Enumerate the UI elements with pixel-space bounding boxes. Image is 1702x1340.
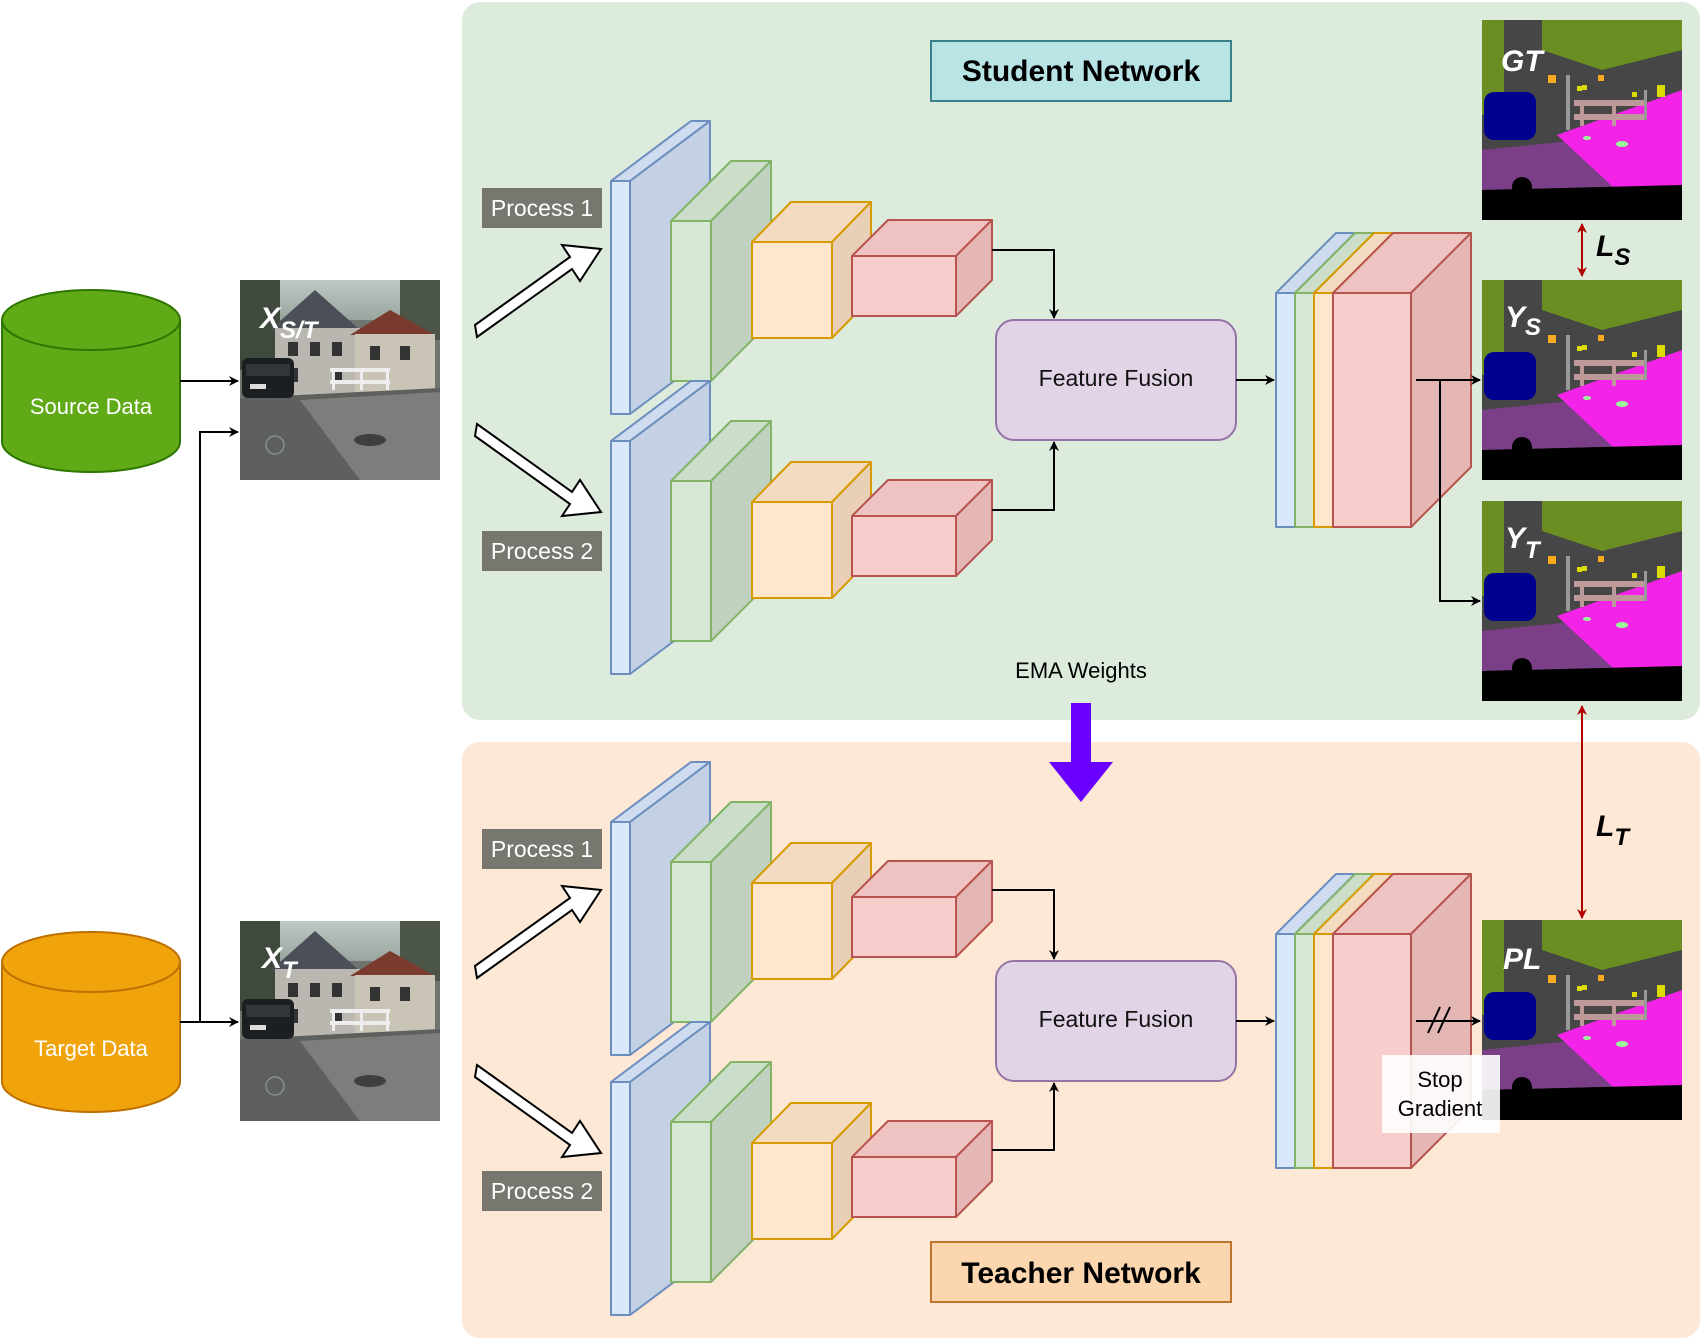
teacher-process-1-label: Process 1 <box>482 829 602 869</box>
output-gt: GT <box>1482 20 1682 220</box>
student-branch-2-encoder-layer-4 <box>851 479 993 577</box>
yt-label: YT <box>1505 522 1542 564</box>
x-st-label: XS/T <box>258 302 320 344</box>
teacher-feature-fusion: Feature Fusion <box>995 960 1237 1082</box>
stop-gradient-label: Stop Gradient <box>1382 1055 1500 1133</box>
ema-weights-label: EMA Weights <box>1015 658 1147 683</box>
ls-label: LS <box>1596 230 1630 271</box>
svg-text:Feature Fusion: Feature Fusion <box>1039 365 1194 391</box>
teacher-branch-1-encoder-layer-4 <box>851 860 993 958</box>
teacher-network-title-text: Teacher Network <box>961 1257 1201 1290</box>
ema-weights: EMA Weights <box>1015 658 1147 802</box>
teacher-arrow-down <box>473 1063 603 1159</box>
student-process-1-label: Process 1 <box>482 188 602 228</box>
svg-text:Process 2: Process 2 <box>491 538 593 564</box>
loss-lt: LT <box>1577 705 1631 919</box>
left-connectors <box>180 376 239 1027</box>
gt-label: GT <box>1501 45 1545 78</box>
student-fused-stack-layer-4 <box>1332 232 1472 528</box>
student-network-title-text: Student Network <box>962 55 1201 88</box>
hollow-arrows <box>473 243 603 1159</box>
student-arrow-up <box>473 243 603 339</box>
svg-text:Process 2: Process 2 <box>491 1178 593 1204</box>
teacher-branch-2-encoder-layer-4 <box>851 1120 993 1218</box>
x-t-label: XT <box>260 942 299 984</box>
pl-label: PL <box>1503 943 1541 976</box>
source-data-cylinder: Source Data <box>1 289 181 473</box>
target-data-cylinder: Target Data <box>1 931 181 1113</box>
ys-label: YS <box>1505 301 1541 341</box>
lt-label: LT <box>1596 810 1631 851</box>
teacher-network-title: Teacher Network <box>930 1241 1232 1303</box>
student-process-2-label: Process 2 <box>482 531 602 571</box>
output-connectors <box>1416 375 1481 1034</box>
ema-arrow <box>1049 703 1113 802</box>
svg-text:Process 1: Process 1 <box>491 836 593 862</box>
teacher-arrow-up <box>473 884 603 980</box>
output-pl: PL <box>1482 920 1682 1120</box>
student-branch-1-encoder-layer-4 <box>851 219 993 317</box>
output-ys: YS <box>1482 280 1682 480</box>
teacher-encoders <box>610 761 993 1316</box>
target-data-label: Target Data <box>34 1036 148 1061</box>
svg-text:Gradient: Gradient <box>1398 1096 1482 1121</box>
student-arrow-down <box>473 422 603 518</box>
teacher-process-2-label: Process 2 <box>482 1171 602 1211</box>
output-yt: YT <box>1482 501 1682 701</box>
loss-ls: LS <box>1577 223 1630 277</box>
svg-text:Process 1: Process 1 <box>491 195 593 221</box>
student-encoders <box>610 120 993 675</box>
source-data-label: Source Data <box>30 394 153 419</box>
input-image-x-t: XT <box>240 921 440 1121</box>
teacher-branch-2-encoder-layer-3 <box>751 1102 872 1240</box>
svg-text:Feature Fusion: Feature Fusion <box>1039 1006 1194 1032</box>
svg-text:Stop: Stop <box>1417 1067 1462 1092</box>
student-feature-fusion: Feature Fusion <box>995 319 1237 441</box>
fusion-connectors <box>992 249 1275 1151</box>
student-network-title: Student Network <box>930 40 1232 102</box>
input-image-x-st: XS/T <box>240 280 440 480</box>
